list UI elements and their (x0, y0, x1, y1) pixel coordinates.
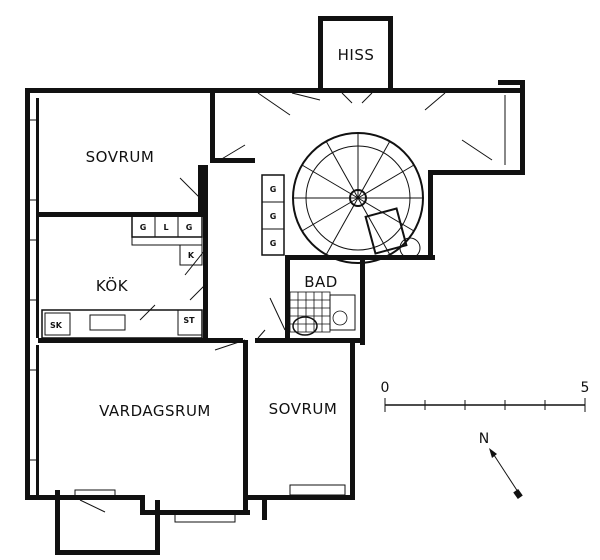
scale-start: 0 (381, 380, 390, 396)
sink-label: SK (50, 321, 63, 330)
bedroom-2-label: SOVRUM (269, 400, 338, 418)
cabinet-label-2: L (163, 223, 168, 232)
kitchen-fixtures (41, 214, 203, 339)
hall-cupboard-label-2: G (270, 212, 277, 221)
elevator-label: HISS (338, 46, 375, 64)
north-arrow-head-icon (489, 448, 497, 458)
north-arrow: N (479, 431, 523, 499)
north-label: N (479, 431, 489, 447)
hall-cupboard-label-1: G (270, 185, 277, 194)
living-room-label: VARDAGSRUM (99, 402, 211, 420)
bedroom-1-label: SOVRUM (86, 148, 155, 166)
hall-cupboards (261, 174, 285, 256)
scale-bar: 0 5 (381, 380, 590, 412)
bath-label: BAD (304, 273, 338, 291)
windows (30, 95, 506, 523)
spiral-staircase (292, 132, 424, 264)
bathroom-tiles (289, 291, 356, 336)
cabinet-label-1: G (140, 223, 147, 232)
hall-cupboard-label-3: G (270, 239, 277, 248)
scale-end: 5 (581, 380, 590, 396)
cabinet-label-3: G (186, 223, 193, 232)
fridge-label: K (188, 251, 195, 260)
kitchen-label: KÖK (96, 276, 129, 295)
walls (25, 16, 525, 555)
stove-label: ST (183, 316, 195, 325)
